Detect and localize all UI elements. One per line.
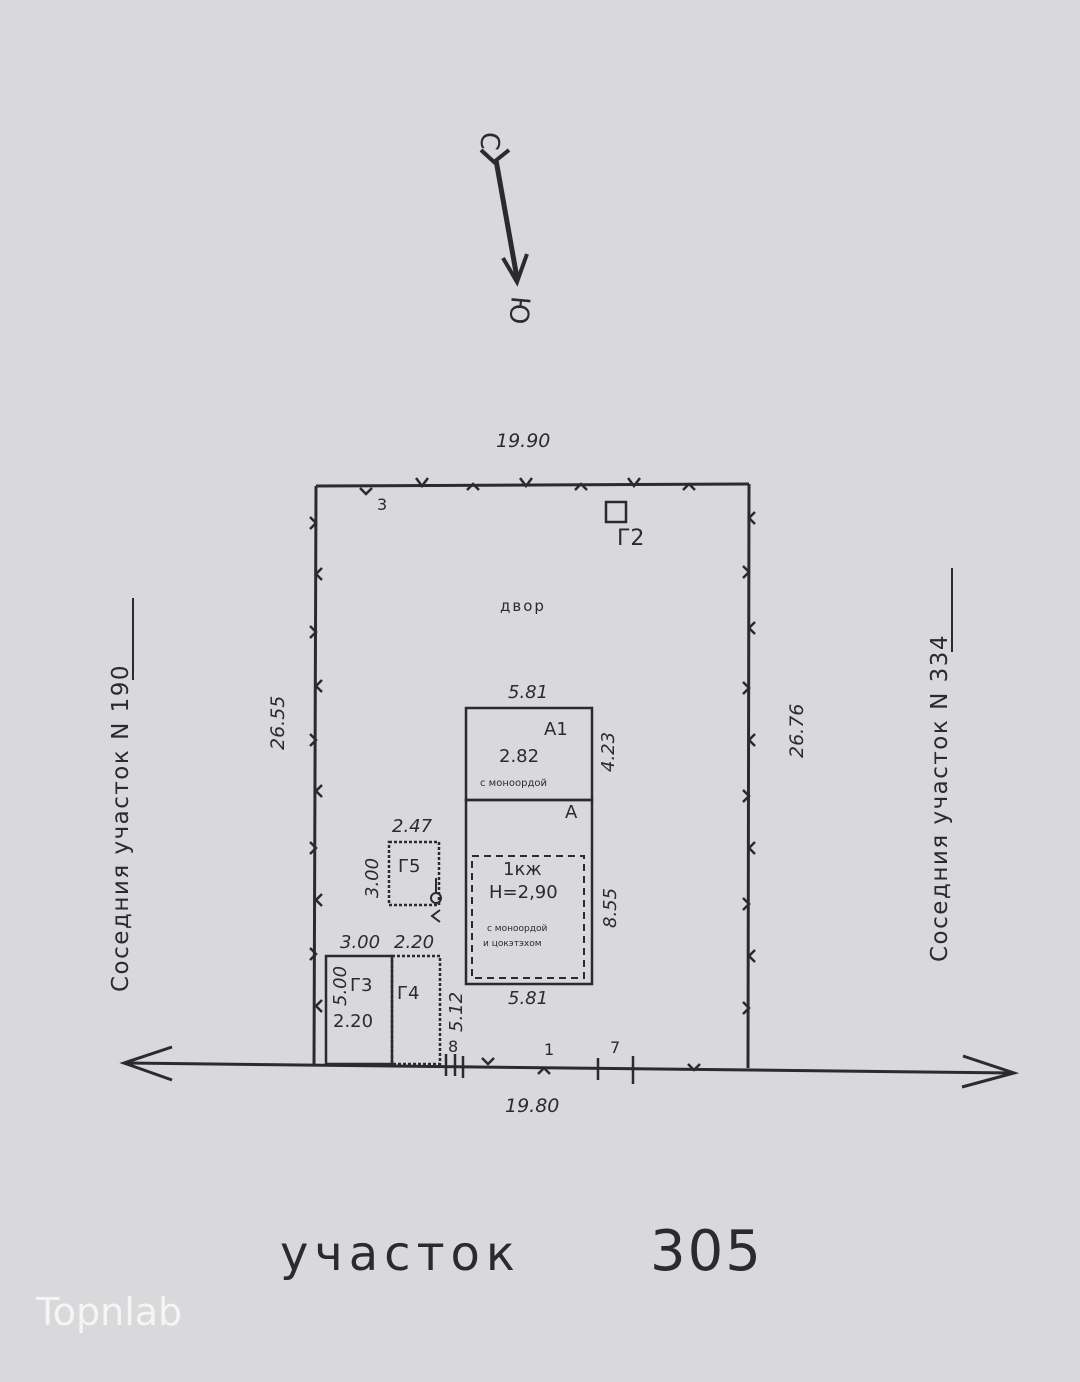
corner-point-1: 1 [544,1040,554,1059]
g4-width: 2.20 [394,932,434,953]
g4-label: Г4 [397,983,419,1004]
g5-depth: 3.00 [362,858,383,898]
neighbor-left-number: 190 [108,664,134,712]
left-length-label: 26.55 [267,696,289,750]
compass-north-label: С [473,131,504,152]
a-width-bottom: 5.81 [508,988,548,1009]
g3-extra: 2.20 [333,1011,373,1032]
bottom-width-label: 19.80 [505,1095,559,1117]
a1-depth: 4.23 [598,732,619,772]
neighbor-right: Соседния участок N 334 [927,568,953,962]
title-number: 305 [650,1219,763,1284]
a1-area: 2.82 [499,746,539,767]
yard-label: двор [500,597,546,615]
title-word: участок [280,1226,521,1282]
building-g2: Г2 [604,500,644,551]
g3-depth: 5.00 [330,966,351,1006]
neighbor-left: Соседния участок N 190 [108,598,134,992]
g3-label: Г3 [350,975,372,996]
corner-point-8: 8 [448,1037,458,1056]
svg-text:Соседния участок N 334: Соседния участок N 334 [927,634,953,962]
g4-depth: 5.12 [446,992,467,1032]
north-arrow: С Ю [473,131,534,326]
a-label: А [565,802,578,823]
neighbor-right-text: Соседния участок N [927,691,953,962]
top-width-label: 19.90 [496,430,550,452]
g5-label: Г5 [398,856,420,877]
plot-title: участок 305 [280,1219,763,1284]
a1-width: 5.81 [508,682,548,703]
right-length-label: 26.76 [786,704,808,758]
building-g5: Г5 2.47 3.00 [362,816,442,923]
fence-ticks [309,477,756,1084]
building-a: А 1кж Н=2,90 с моноордой и цокэтэхом 5.8… [464,798,621,1009]
building-g3: Г3 3.00 5.00 2.20 [324,932,394,1066]
compass-south-label: Ю [502,295,534,326]
g5-width: 2.47 [392,816,433,837]
neighbor-left-text: Соседния участок N [108,721,134,992]
plot-boundary [119,482,1020,1089]
a1-note: с моноордой [480,778,547,789]
a-name: 1кж [503,859,542,880]
a-note-line2: и цокэтэхом [483,939,542,949]
a-height: Н=2,90 [489,882,558,903]
a-note-line1: с моноордой [487,924,547,934]
corner-point-7: 7 [610,1038,620,1057]
g2-label: Г2 [617,526,644,551]
building-a1: А1 2.82 с моноордой 5.81 4.23 [464,682,619,802]
neighbor-right-number: 334 [927,634,953,682]
g3-width: 3.00 [340,932,380,953]
svg-text:Соседния участок N 190: Соседния участок N 190 [108,664,134,992]
corner-point-3: 3 [377,495,387,514]
watermark-logo: Topnlab [36,1290,183,1334]
building-g4: Г4 2.20 5.12 [390,932,467,1066]
a1-label: А1 [544,719,568,740]
a-depth: 8.55 [600,888,621,928]
